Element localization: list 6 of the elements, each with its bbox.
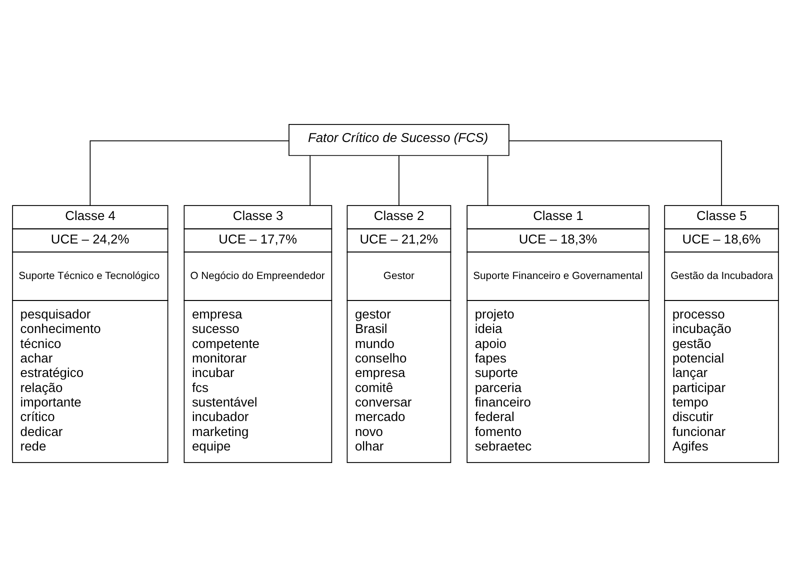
connector <box>487 155 488 206</box>
connector <box>90 140 290 206</box>
node-box: Fator Crítico de Sucesso (FCS) <box>288 124 510 156</box>
connector <box>398 155 400 206</box>
connector <box>508 140 722 206</box>
connector <box>310 155 311 206</box>
